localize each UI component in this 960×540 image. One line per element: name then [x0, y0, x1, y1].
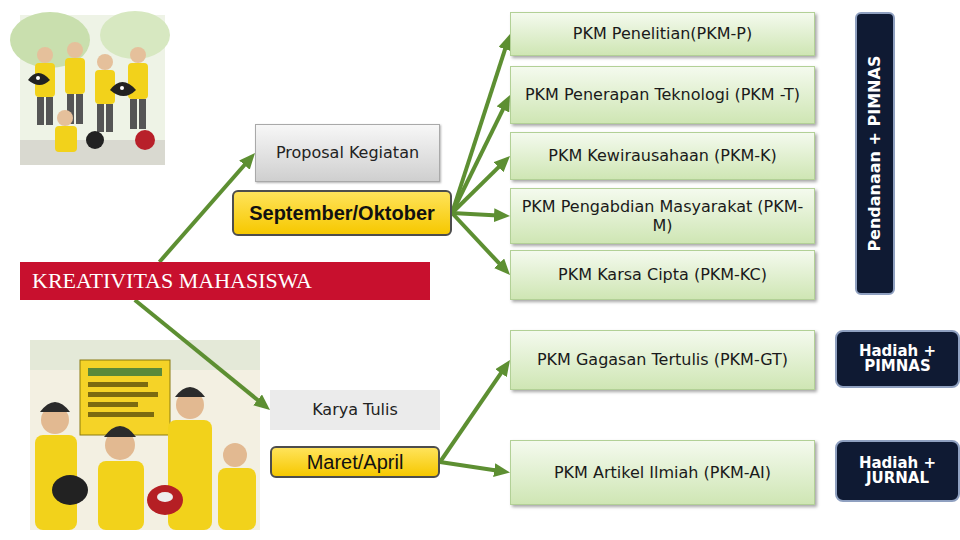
- date-box: September/Oktober: [232, 190, 452, 236]
- stage-box: Karya Tulis: [270, 390, 440, 430]
- flow-arrow: [452, 213, 498, 215]
- pkm-box: PKM Gagasan Tertulis (PKM-GT): [510, 330, 815, 390]
- pkm-box: PKM Kewirausahaan (PKM-K): [510, 132, 815, 180]
- box-label: PKM Penerapan Teknologi (PKM -T): [525, 85, 800, 104]
- box-label: Hadiah + JURNAL: [847, 456, 948, 486]
- flow-arrow: [440, 462, 498, 471]
- box-label: Maret/April: [307, 450, 404, 474]
- box-label: PKM Karsa Cipta (PKM-KC): [558, 265, 767, 284]
- box-label: KREATIVITAS MAHASISWA: [32, 268, 312, 294]
- flow-arrow: [452, 213, 502, 266]
- flow-arrow: [440, 370, 503, 462]
- box-label: PKM Artikel Ilmiah (PKM-AI): [554, 463, 771, 482]
- pkm-box: PKM Penelitian(PKM-P): [510, 12, 815, 56]
- date-box: Maret/April: [270, 446, 440, 478]
- pkm-box: PKM Penerapan Teknologi (PKM -T): [510, 66, 815, 124]
- flow-arrow: [452, 164, 501, 213]
- box-label: PKM Pengabdian Masyarakat (PKM-M): [521, 197, 804, 235]
- pkm-box: PKM Pengabdian Masyarakat (PKM-M): [510, 188, 815, 244]
- box-label: PKM Kewirausahaan (PKM-K): [548, 146, 776, 165]
- funding-bar: Pendanaan + PIMNAS: [855, 12, 895, 295]
- stage-box: Proposal Kegiatan: [255, 124, 440, 182]
- reward-box: Hadiah + PIMNAS: [835, 330, 960, 388]
- flow-arrow: [452, 106, 505, 213]
- title-band: KREATIVITAS MAHASISWA: [20, 262, 430, 300]
- flow-arrow: [452, 45, 506, 213]
- pkm-box: PKM Karsa Cipta (PKM-KC): [510, 250, 815, 300]
- flow-arrow: [135, 300, 261, 402]
- box-label: PKM Penelitian(PKM-P): [573, 24, 752, 43]
- pkm-box: PKM Artikel Ilmiah (PKM-AI): [510, 440, 815, 505]
- box-label: Hadiah + PIMNAS: [847, 344, 948, 374]
- reward-box: Hadiah + JURNAL: [835, 440, 960, 502]
- box-label: Proposal Kegiatan: [276, 143, 419, 162]
- box-label: September/Oktober: [249, 201, 435, 225]
- box-label: PKM Gagasan Tertulis (PKM-GT): [537, 350, 788, 369]
- box-label: Karya Tulis: [312, 400, 398, 419]
- box-label: Pendanaan + PIMNAS: [865, 55, 884, 251]
